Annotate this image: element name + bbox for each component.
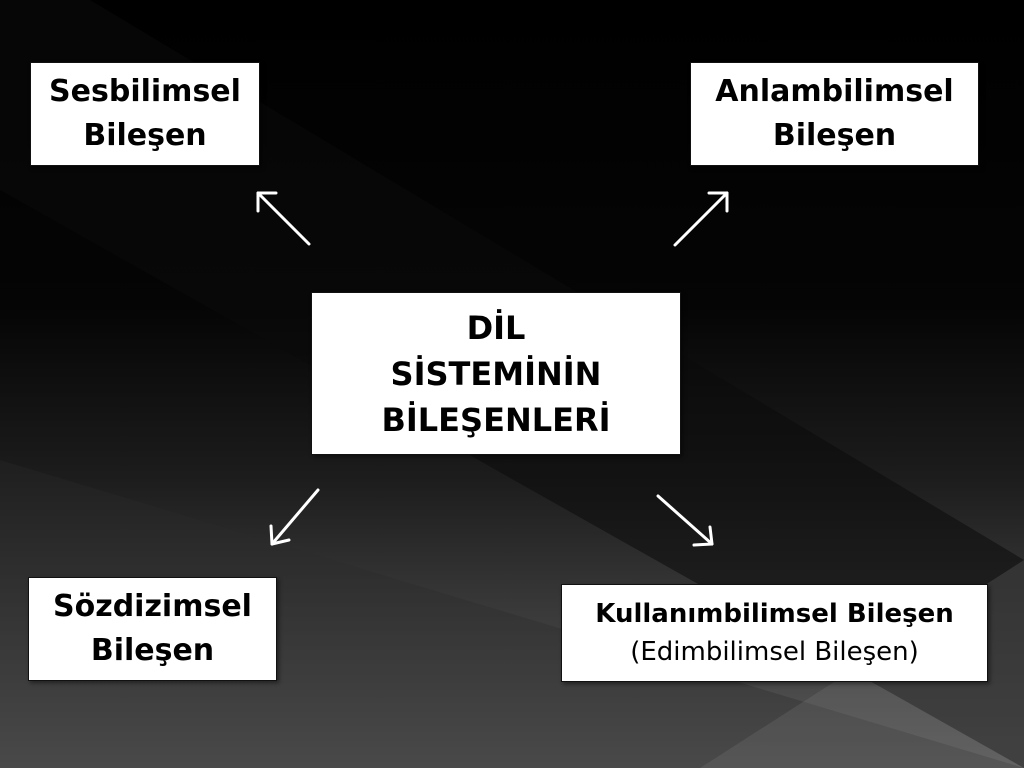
arrow-to-sesbilimsel xyxy=(256,191,311,246)
box-subtitle-line: (Edimbilimsel Bileşen) xyxy=(630,637,919,667)
box-line: Sesbilimsel xyxy=(49,74,241,109)
box-dil-sisteminin-bilesenleri: DİL SİSTEMİNİN BİLEŞENLERİ xyxy=(311,292,681,455)
box-line: Bileşen xyxy=(772,118,897,153)
box-line: Kullanımbilimsel Bileşen xyxy=(595,599,954,629)
box-anlambilimsel-bilesen: Anlambilimsel Bileşen xyxy=(690,62,979,166)
arrow-to-anlambilimsel xyxy=(673,191,729,247)
center-line: SİSTEMİNİN xyxy=(390,354,602,393)
box-sesbilimsel-bilesen: Sesbilimsel Bileşen xyxy=(30,62,260,166)
arrow-to-kullanimbilimsel xyxy=(656,494,714,547)
box-line: Bileşen xyxy=(90,633,215,668)
box-line: Bileşen xyxy=(83,118,207,153)
box-line: Sözdizimsel xyxy=(53,589,252,624)
background-band-2 xyxy=(0,460,1024,768)
arrow-to-sozdizimsel xyxy=(269,488,320,546)
center-line: DİL xyxy=(466,308,526,347)
box-kullanimbilimsel-bilesen: Kullanımbilimsel Bileşen (Edimbilimsel B… xyxy=(561,584,988,682)
box-line: Anlambilimsel xyxy=(715,74,954,109)
box-sozdizimsel-bilesen: Sözdizimsel Bileşen xyxy=(28,577,277,681)
center-line: BİLEŞENLERİ xyxy=(381,400,611,439)
